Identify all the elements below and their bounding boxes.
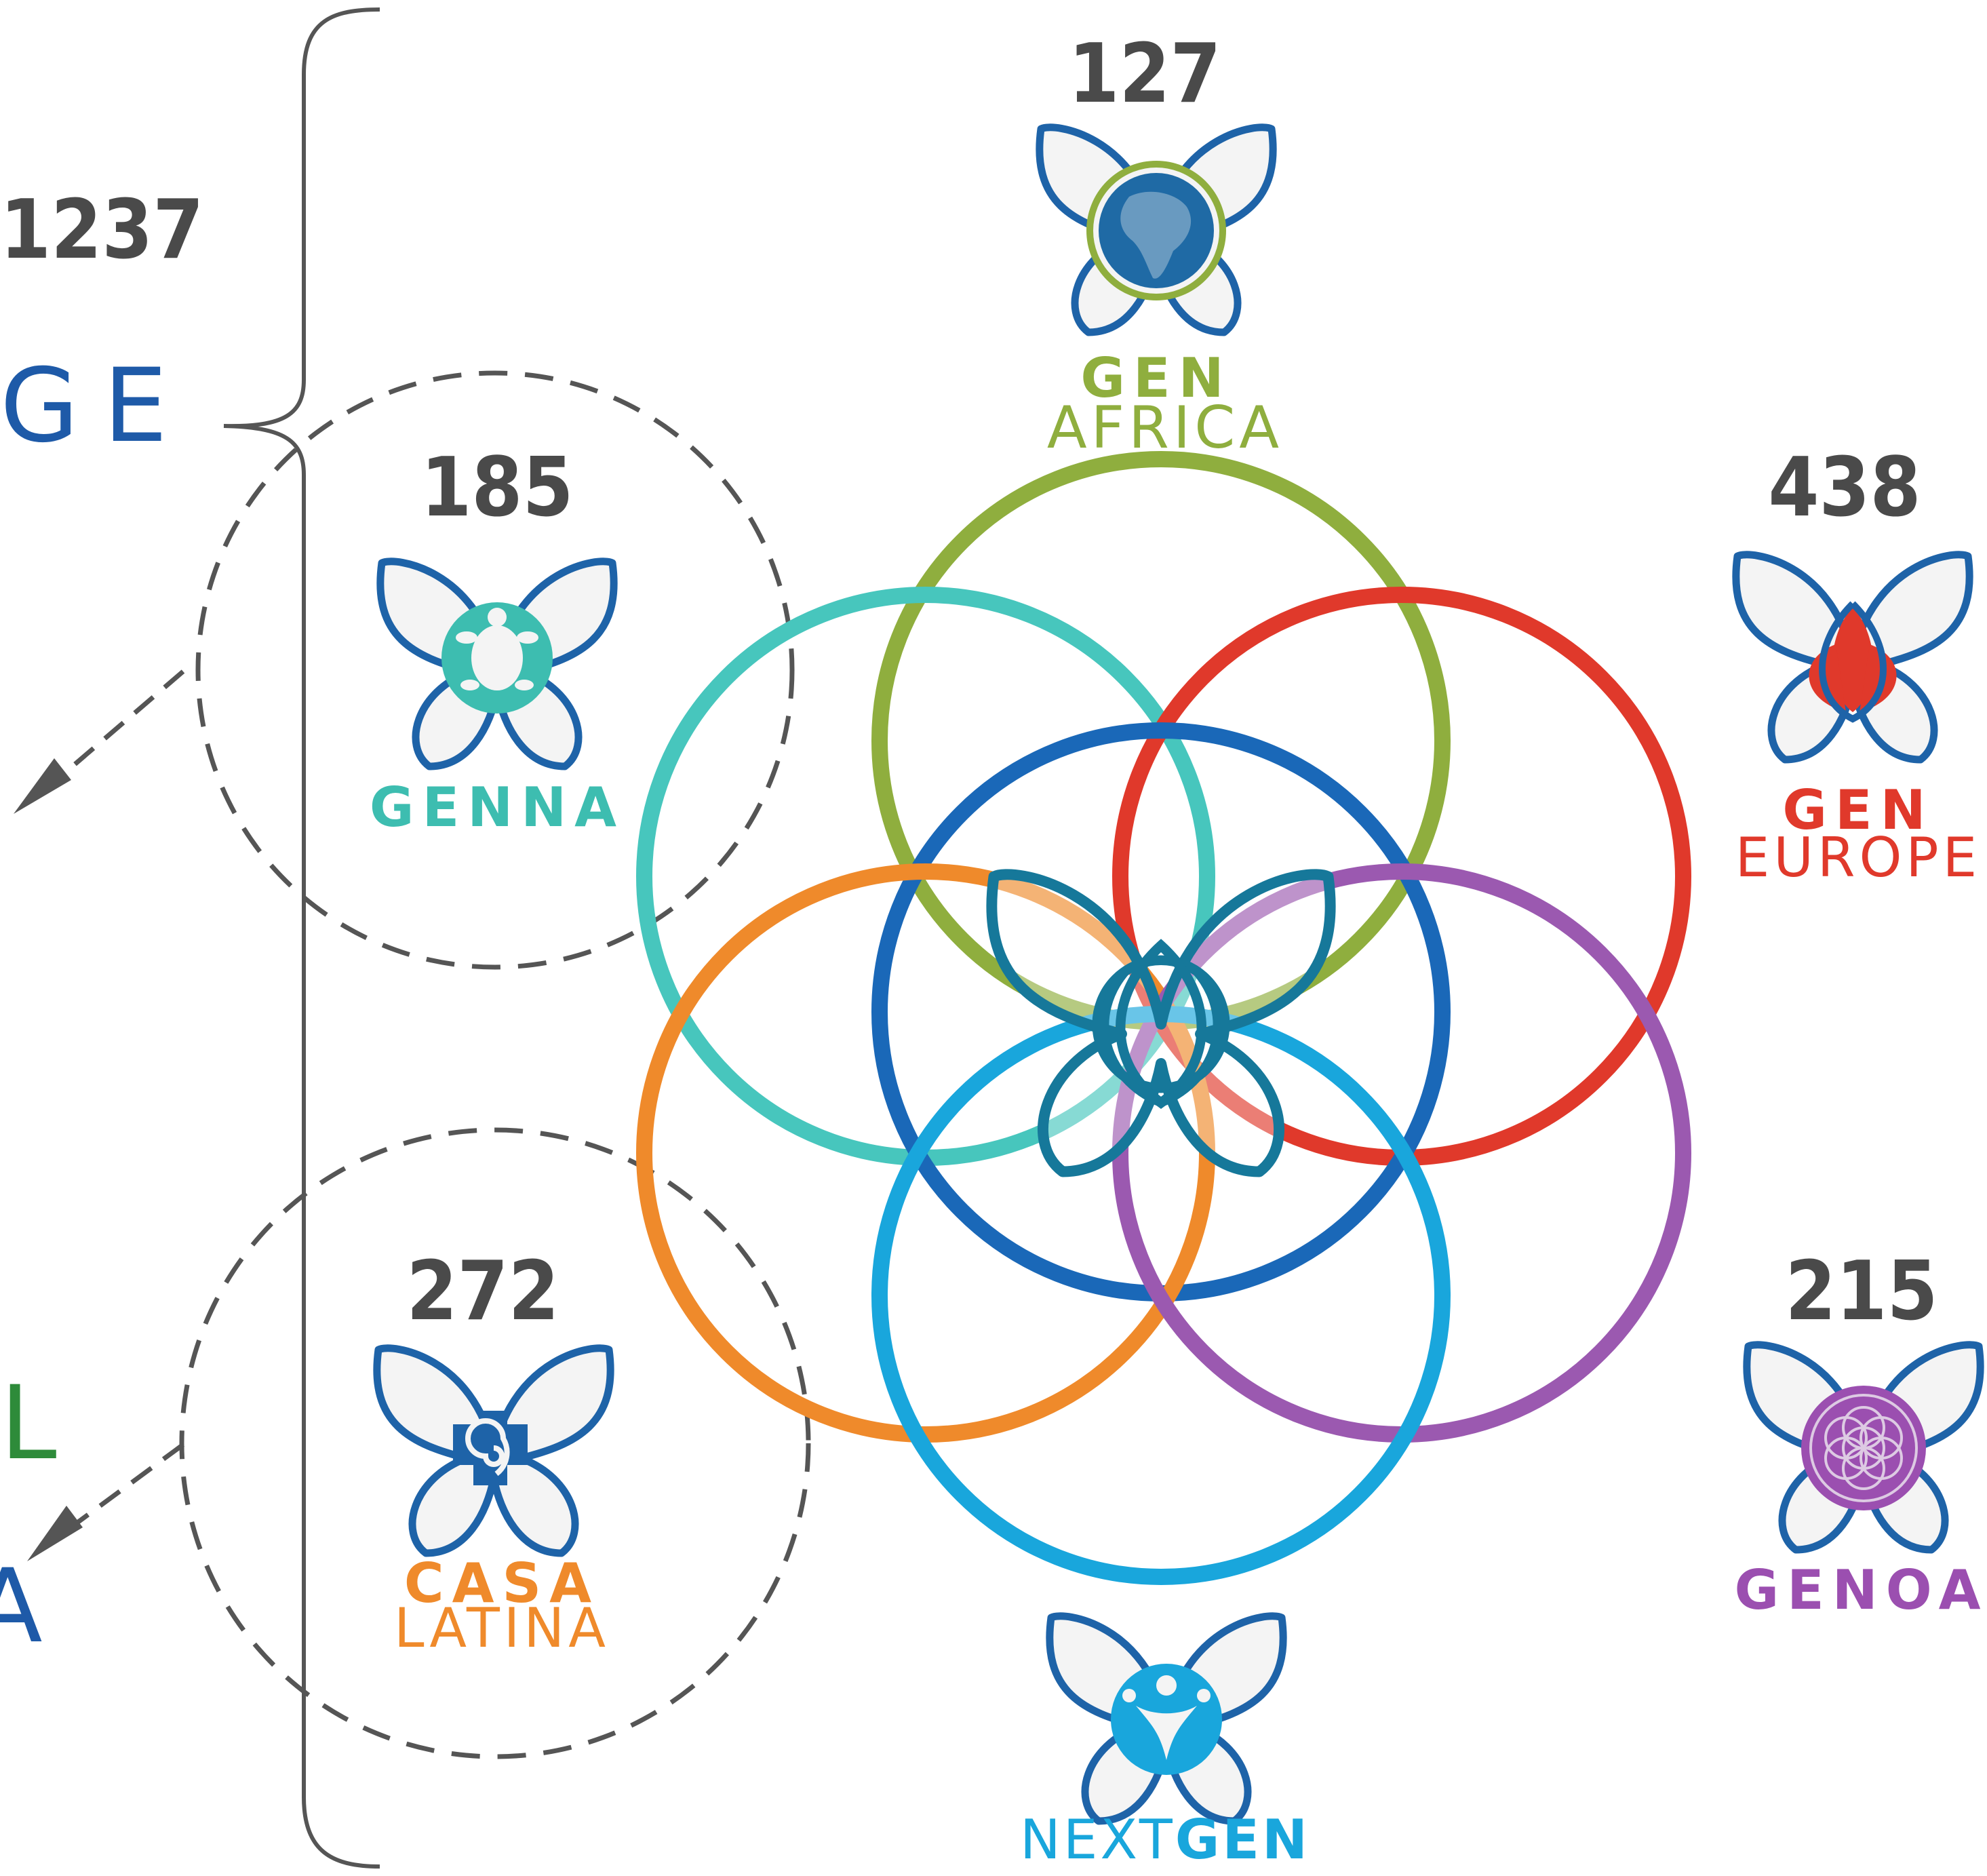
dashed-circle-top: [195, 370, 795, 970]
partial-letter-a: A: [0, 1548, 43, 1666]
casa-label-2: LATINA: [394, 1597, 610, 1660]
partial-word: GE: [0, 347, 192, 465]
gen-butterfly-icon: [986, 869, 1336, 1177]
genna-count: 185: [420, 441, 573, 535]
genna-logo: [380, 562, 614, 766]
europe-logo: [1736, 555, 1969, 760]
europe-label-region: EUROPE: [1735, 826, 1981, 889]
arrow-head-bottom: [27, 1506, 83, 1561]
genoa-count: 215: [1785, 1245, 1937, 1339]
casa-logo: [377, 1348, 610, 1553]
partial-letter-l: L: [0, 1365, 57, 1483]
genna-label: GENNA: [370, 776, 625, 839]
europe-count: 438: [1768, 441, 1921, 535]
casa-count: 272: [406, 1245, 559, 1339]
dashed-arrow-top: [39, 669, 185, 796]
turtle-icon: [456, 608, 538, 690]
grouping-bracket: [223, 7, 380, 1869]
casa-label-1: CASA: [404, 1552, 599, 1615]
nextgen-label: NEXTGEN: [1020, 1808, 1310, 1871]
spiral-icon: [453, 1411, 528, 1485]
arrow-head-top: [14, 758, 71, 814]
africa-label-gen: GEN: [1080, 347, 1232, 410]
africa-logo: [1040, 128, 1273, 332]
nextgen-label-next: NEXT: [1020, 1808, 1175, 1871]
genoa-logo: [1747, 1345, 1980, 1550]
flower-of-life-icon: [1809, 1394, 1918, 1502]
nextgen-logo: [1050, 1616, 1283, 1821]
globe-africa-icon: [1120, 191, 1192, 279]
africa-count: 127: [1068, 27, 1221, 121]
total-count: 1237: [0, 183, 203, 277]
europe-label-gen: GEN: [1782, 779, 1933, 842]
people-icon: [1122, 1675, 1211, 1760]
genoa-label: GENOA: [1734, 1559, 1987, 1622]
nextgen-label-gen: GEN: [1175, 1808, 1310, 1871]
lotus-icon: [1809, 601, 1897, 723]
africa-label-region: AFRICA: [1047, 394, 1283, 462]
